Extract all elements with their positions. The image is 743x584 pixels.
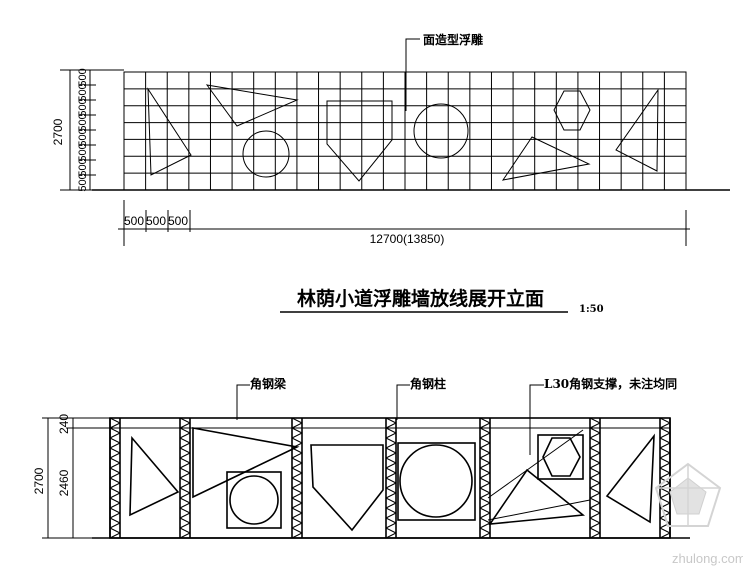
panel2-brace	[192, 446, 298, 498]
top-dim-step-label: 500	[77, 113, 89, 131]
top-triangle-3	[501, 136, 591, 181]
top-dim-step-label: 500	[77, 158, 89, 176]
column-callout-label: 角钢柱	[410, 376, 446, 391]
top-dim-height: 2700	[51, 118, 65, 145]
drawing-title: 林荫小道浮雕墙放线展开立面 1:50	[280, 287, 604, 315]
column-callout-leader	[396, 384, 410, 420]
truss-column	[659, 417, 671, 539]
panel5-brace-1	[487, 429, 584, 499]
truss-columns	[109, 417, 671, 539]
top-dim-step-label: 500	[77, 128, 89, 146]
watermark-logo-icon	[654, 462, 722, 527]
top-hexagon	[553, 90, 591, 131]
panel5-triangle	[488, 468, 586, 525]
top-dim-total: 12700(13850)	[370, 232, 445, 246]
beam-callout-label: 角钢梁	[250, 376, 286, 391]
bottom-dim-upper: 240	[57, 414, 71, 434]
panel2-box	[226, 471, 282, 529]
top-pentagon	[326, 100, 393, 182]
beam-callout-leader	[236, 384, 250, 420]
panel5-hexagon	[542, 437, 581, 477]
truss-column	[385, 417, 397, 539]
truss-column	[179, 417, 191, 539]
top-triangle-4	[615, 88, 659, 172]
top-grid	[123, 71, 687, 191]
bottom-dim-height: 2700	[32, 467, 46, 494]
panel4-circle	[399, 444, 473, 518]
top-dim-step-label: 500	[77, 98, 89, 116]
panel3-pentagon	[310, 444, 384, 532]
top-triangle-1	[147, 87, 192, 176]
title-scale: 1:50	[579, 304, 604, 315]
bottom-elevation: 角钢梁 角钢柱 L30角钢支撑，未注均同 2700 240 2460	[32, 376, 690, 539]
top-triangle-2	[205, 84, 299, 127]
panel5-hex-box	[537, 434, 584, 480]
truss-column	[479, 417, 491, 539]
top-dim-step-1: 500	[124, 214, 144, 228]
top-callout-leader	[405, 38, 420, 111]
watermark: zhulong.com	[654, 462, 743, 566]
top-dim-step-label: 500	[77, 143, 89, 161]
bottom-dim-lower: 2460	[57, 469, 71, 496]
top-callout-label: 面造型浮雕	[423, 32, 483, 47]
top-dim-step-label: 500	[77, 83, 89, 101]
truss-column	[589, 417, 601, 539]
panel1-triangle	[129, 435, 180, 517]
top-circle-large	[413, 103, 469, 159]
title-text: 林荫小道浮雕墙放线展开立面	[297, 287, 544, 310]
truss-column	[291, 417, 303, 539]
brace-callout-label: L30角钢支撑，未注均同	[544, 376, 677, 391]
panel6-triangle	[605, 433, 655, 524]
top-dim-step-label: 500	[77, 173, 89, 191]
top-dim-step-label: 500	[77, 68, 89, 86]
top-dim-step-2: 500	[146, 214, 166, 228]
panel5-brace-2	[487, 499, 591, 521]
truss-column	[109, 417, 121, 539]
brace-callout-leader	[529, 384, 544, 455]
watermark-text: zhulong.com	[672, 551, 743, 566]
panel2-circle	[229, 475, 279, 525]
top-dim-step-3: 500	[168, 214, 188, 228]
top-circle-small	[242, 130, 290, 178]
panel4-box	[397, 442, 476, 521]
